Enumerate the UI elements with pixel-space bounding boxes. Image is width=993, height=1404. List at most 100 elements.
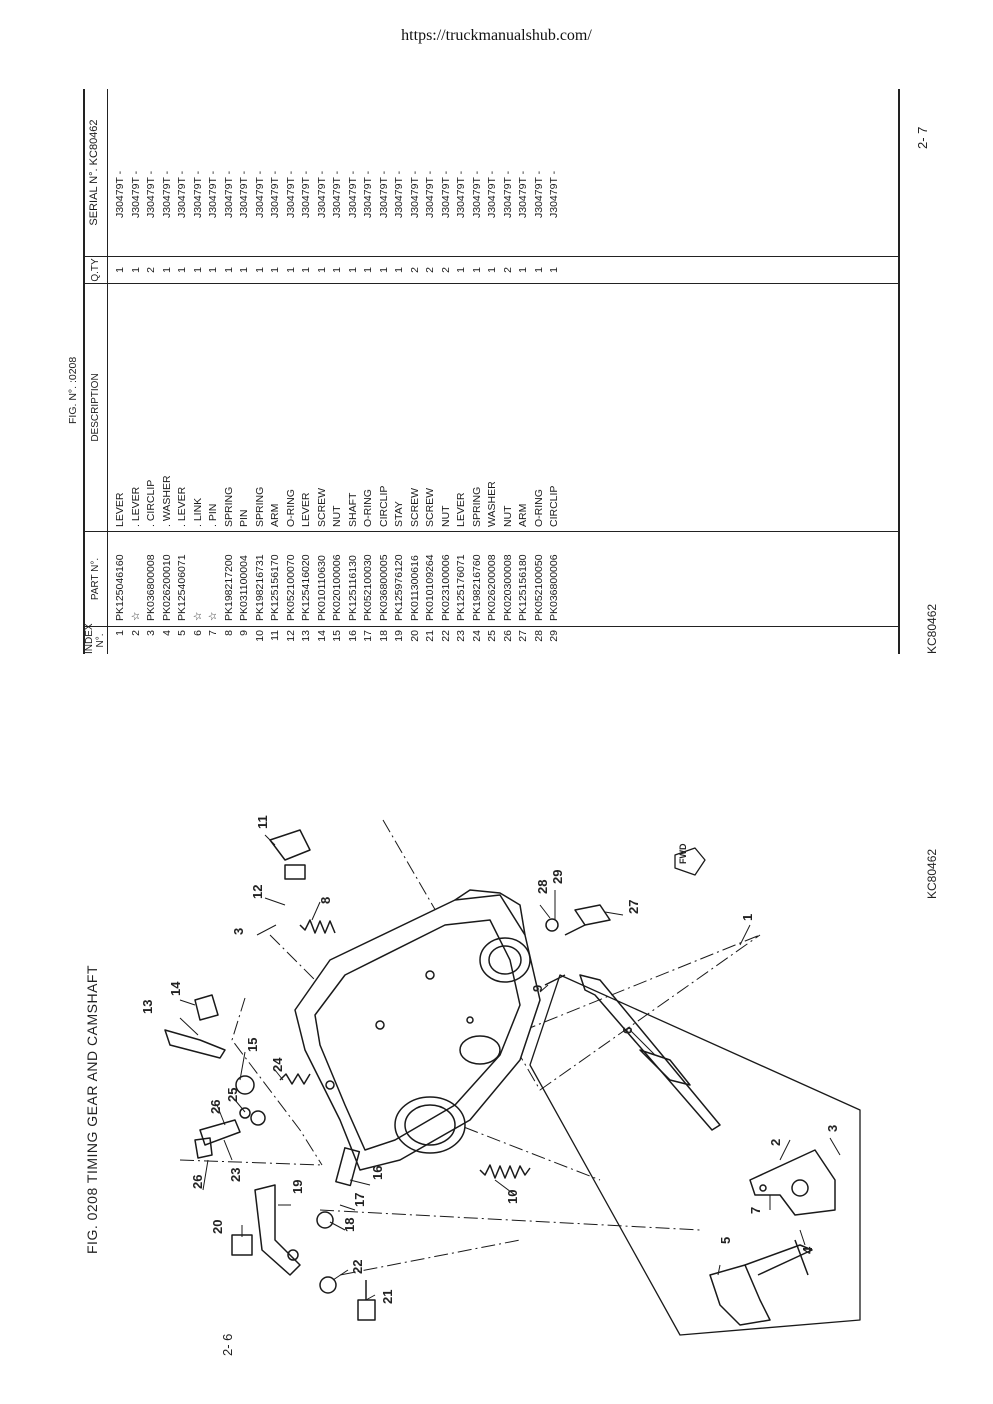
row-quantity: 1 <box>331 267 343 273</box>
row-serial: J30479T - <box>284 170 297 218</box>
row-serial: J30479T - <box>176 170 188 218</box>
row-serial: J30479T - <box>269 170 281 218</box>
row-serial: J30479T - <box>300 170 312 218</box>
row-part-number: PK011300616 <box>408 555 421 621</box>
row-part-number: PK023100006 <box>439 554 452 621</box>
row-index: 15 <box>331 630 343 642</box>
row-serial: J30479T - <box>424 170 436 218</box>
row-quantity: 1 <box>284 267 297 273</box>
row-quantity: 1 <box>207 267 219 273</box>
table-row: 7 ☆ . PIN 1 J30479T - <box>207 89 222 654</box>
row-description: NUT <box>331 505 343 527</box>
row-quantity: 2 <box>439 267 452 273</box>
row-description: ARM <box>517 503 529 527</box>
row-serial: J30479T - <box>377 170 390 218</box>
row-index: 11 <box>269 630 281 641</box>
row-index: 4 <box>160 630 173 636</box>
row-serial: J30479T - <box>455 170 467 218</box>
row-serial: J30479T - <box>191 170 204 218</box>
row-quantity: 1 <box>470 267 483 273</box>
row-part-number: PK010110630 <box>315 555 328 621</box>
row-quantity: 1 <box>315 267 328 273</box>
row-index: 19 <box>393 630 405 642</box>
row-part-number: PK026200010 <box>160 554 173 621</box>
row-description: NUT <box>501 505 514 527</box>
row-serial: J30479T - <box>238 170 250 218</box>
row-index: 28 <box>532 630 545 642</box>
row-quantity: 1 <box>486 267 498 273</box>
header-serial: SERIAL N°. KC80462 <box>88 119 100 226</box>
table-top-rule <box>83 89 85 654</box>
row-part-number: PK198216731 <box>253 554 266 621</box>
row-serial: J30479T - <box>222 170 235 218</box>
row-description: . LEVER <box>176 486 188 527</box>
row-index: 2 <box>129 630 142 636</box>
header-description: DESCRIPTION <box>90 373 101 442</box>
row-index: 20 <box>408 630 421 642</box>
row-serial: J30479T - <box>145 170 157 218</box>
row-description: SCREW <box>424 487 436 527</box>
row-description: . LEVER <box>129 486 142 527</box>
row-description: SCREW <box>315 487 328 527</box>
row-index: 6 <box>191 630 204 636</box>
row-index: 29 <box>548 630 560 642</box>
row-description: SHAFT <box>346 492 359 527</box>
row-index: 8 <box>222 630 235 636</box>
left-page-number: 2- 6 <box>220 1333 235 1356</box>
row-index: 27 <box>517 630 529 642</box>
row-serial: J30479T - <box>486 170 498 218</box>
row-description: PIN <box>238 509 250 527</box>
row-quantity: 1 <box>176 267 188 273</box>
row-quantity: 1 <box>191 267 204 273</box>
row-quantity: 1 <box>129 267 142 273</box>
row-part-number: PK125176071 <box>455 554 467 621</box>
row-index: 16 <box>346 630 359 642</box>
row-serial: J30479T - <box>501 170 514 218</box>
row-index: 7 <box>207 630 219 636</box>
row-part-number: PK026200008 <box>486 554 498 621</box>
row-quantity: 1 <box>548 267 560 273</box>
figure-title: FIG. 0208 TIMING GEAR AND CAMSHAFT <box>84 964 100 1254</box>
header-part: PART N°. <box>90 557 101 601</box>
fig-number: FIG. N°. :0208 <box>67 356 79 424</box>
row-part-number: PK036800008 <box>145 554 157 621</box>
row-serial: J30479T - <box>331 170 343 218</box>
row-quantity: 2 <box>501 267 514 273</box>
row-index: 17 <box>362 630 374 642</box>
row-description: . WASHER <box>160 475 173 527</box>
row-serial: J30479T - <box>517 170 529 218</box>
row-index: 13 <box>300 630 312 642</box>
row-index: 10 <box>253 630 266 642</box>
row-quantity: 1 <box>300 267 312 273</box>
row-serial: J30479T - <box>207 170 219 218</box>
row-description: . PIN <box>207 503 219 527</box>
row-index: 1 <box>114 630 126 636</box>
row-serial: J30479T - <box>408 170 421 218</box>
row-description: WASHER <box>486 481 498 527</box>
row-index: 12 <box>284 630 297 642</box>
row-part-number: PK198216760 <box>470 554 483 621</box>
row-description: CIRCLIP <box>377 485 390 527</box>
table-bottom-rule <box>898 89 900 654</box>
source-url[interactable]: https://truckmanualshub.com/ <box>401 27 592 44</box>
row-serial: J30479T - <box>393 170 405 218</box>
row-description: SPRING <box>222 486 235 527</box>
row-description: SCREW <box>408 487 421 527</box>
row-part-number: ☆ <box>207 611 219 621</box>
row-part-number: PK125156170 <box>269 554 281 621</box>
row-serial: J30479T - <box>548 170 560 218</box>
